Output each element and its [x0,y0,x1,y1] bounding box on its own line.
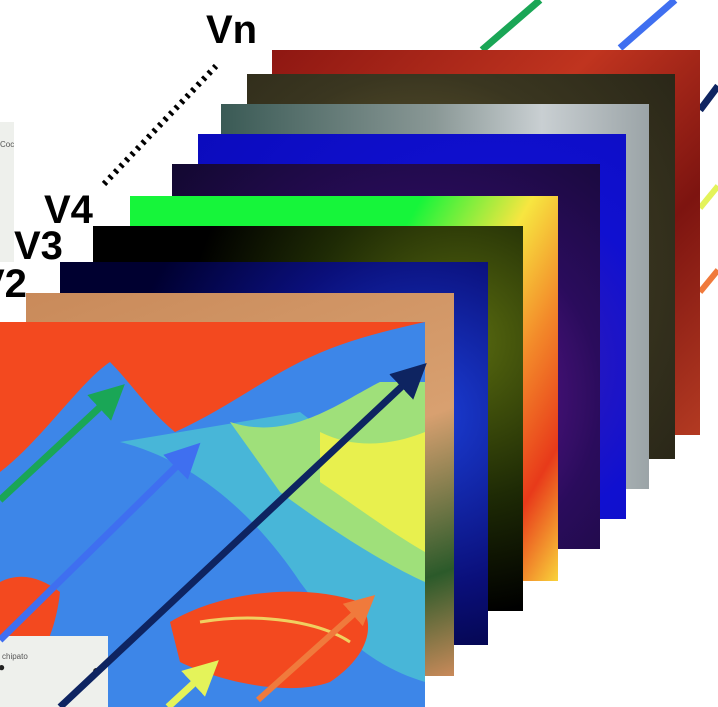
orange-arrow-tail [697,268,718,294]
blue-arrow [0,442,201,643]
orange-arrow [255,594,376,703]
yellow-arrow-tail [697,184,718,210]
label-vn: Vn [206,8,258,52]
map-pin-icon: ● [0,660,6,674]
navy-arrow-tail [697,83,718,113]
blue-arrow-tail [617,0,678,51]
map-fragment-top: Coc [0,122,14,262]
stack-continuation-dots [101,63,219,187]
yellow-arrow [165,660,219,707]
map-label-bottom: chipato [2,652,28,661]
navy-arrow [57,363,427,707]
label-v3: V3 [14,224,63,268]
green-arrow [0,384,125,503]
label-v2: V2 [0,262,27,306]
label-v4: V4 [44,188,93,232]
map-label-top: Coc [0,140,15,149]
green-arrow-tail [479,0,543,53]
